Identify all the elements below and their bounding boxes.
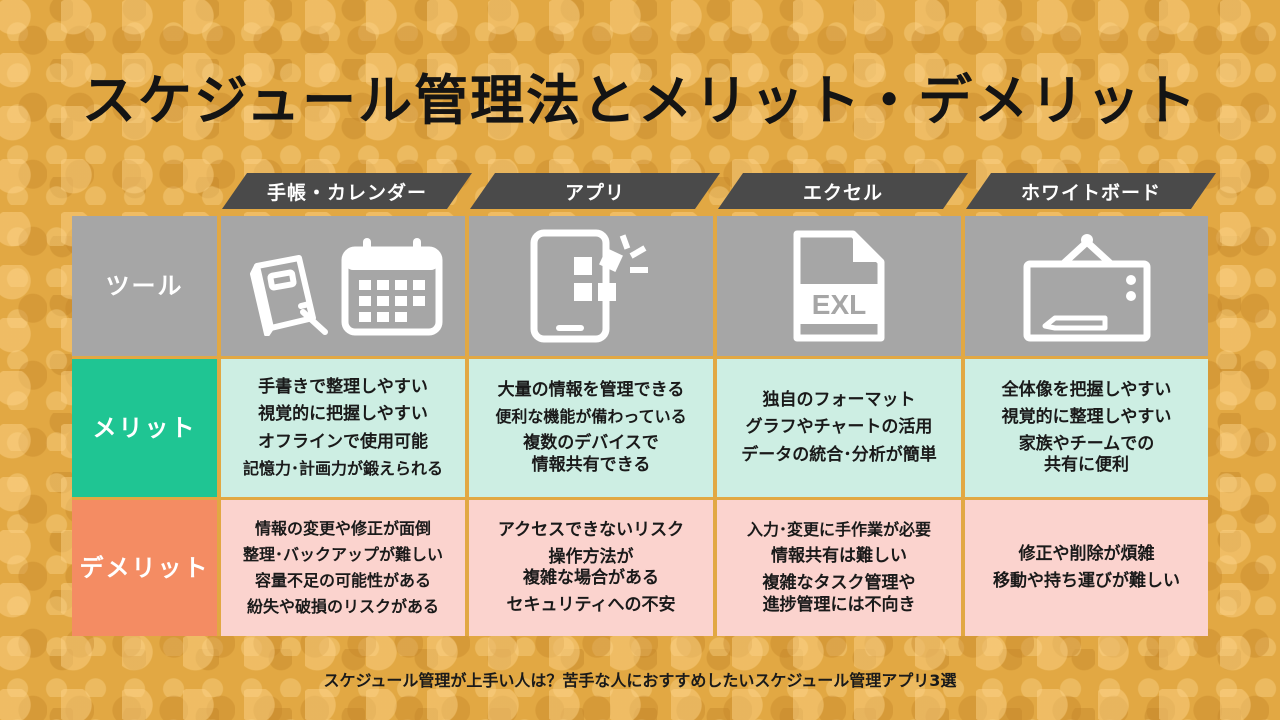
merit-cell-excel: 独自のフォーマット グラフやチャートの活用 データの統合･分析が簡単	[717, 359, 961, 497]
calendar-icon	[341, 238, 443, 336]
merit-text: 大量の情報を管理できる	[497, 380, 685, 401]
demerit-text: 整理･バックアップが難しい	[242, 545, 443, 564]
demerit-text: セキュリティへの不安	[506, 595, 676, 616]
whiteboard-icon	[1023, 234, 1150, 342]
tool-cell-notebook	[221, 216, 465, 356]
row-header-demerit: デメリット	[72, 500, 217, 636]
column-header-notebook: 手帳・カレンダー	[222, 173, 472, 209]
column-header-excel: エクセル	[718, 173, 968, 209]
comparison-table: ツール	[72, 216, 1208, 636]
tool-cell-app	[469, 216, 713, 356]
merit-text: データの統合･分析が簡単	[741, 444, 937, 465]
notebook-icon	[250, 255, 328, 336]
merit-text: 視覚的に整理しやすい	[1001, 406, 1172, 427]
tool-cell-excel: EXL	[717, 216, 961, 356]
merit-text: 共有に便利	[1044, 455, 1129, 476]
demerit-text: 移動や持ち運びが難しい	[993, 571, 1180, 591]
demerit-cell-whiteboard: 修正や削除が煩雑 移動や持ち運びが難しい	[965, 500, 1208, 636]
merit-text: 便利な機能が備わっている	[495, 407, 687, 427]
excel-file-icon: EXL	[793, 230, 885, 342]
demerit-text: 修正や削除が煩雑	[1018, 543, 1155, 564]
merit-text: 視覚的に把握しやすい	[258, 404, 428, 425]
merit-cell-app: 大量の情報を管理できる 便利な機能が備わっている 複数のデバイスで 情報共有でき…	[469, 359, 713, 497]
merit-text: 家族やチームでの	[1018, 434, 1155, 454]
demerit-cell-excel: 入力･変更に手作業が必要 情報共有は難しい 複雑なタスク管理や 進捗管理には不向…	[717, 500, 961, 636]
column-header-whiteboard: ホワイトボード	[966, 173, 1216, 209]
demerit-cell-notebook: 情報の変更や修正が面倒 整理･バックアップが難しい 容量不足の可能性がある 紛失…	[221, 500, 465, 636]
demerit-text: 情報の変更や修正が面倒	[254, 519, 431, 538]
merit-cell-notebook: 手書きで整理しやすい 視覚的に把握しやすい オフラインで使用可能 記憶力･計画力…	[221, 359, 465, 497]
demerit-text: 操作方法が	[548, 546, 634, 567]
merit-text: オフラインで使用可能	[258, 431, 428, 452]
merit-cell-whiteboard: 全体像を把握しやすい 視覚的に整理しやすい 家族やチームでの 共有に便利	[965, 359, 1208, 497]
row-header-merit: メリット	[72, 359, 217, 497]
demerit-text: 容量不足の可能性がある	[254, 571, 431, 590]
demerit-text: 進捗管理には不向き	[762, 594, 916, 615]
merit-text: 複数のデバイスで	[523, 433, 659, 454]
page-title: スケジュール管理法とメリット・デメリット	[81, 69, 1199, 132]
demerit-cell-app: アクセスできないリスク 操作方法が 複雑な場合がある セキュリティへの不安	[469, 500, 713, 636]
demerit-text: アクセスできないリスク	[497, 519, 685, 540]
demerit-text: 入力･変更に手作業が必要	[746, 520, 931, 540]
demerit-text: 複雑な場合がある	[523, 568, 659, 588]
tablet-app-icon	[530, 229, 648, 343]
merit-text: グラフやチャートの活用	[745, 417, 933, 438]
excel-icon-label: EXL	[812, 289, 866, 320]
demerit-text: 複雑なタスク管理や	[762, 573, 916, 594]
merit-text: 独自のフォーマット	[762, 390, 916, 411]
demerit-text: 紛失や破損のリスクがある	[246, 597, 439, 616]
merit-text: 情報共有できる	[531, 454, 651, 475]
column-header-app: アプリ	[470, 173, 720, 209]
footer-caption: スケジュール管理が上手い人は？苦手な人におすすめしたいスケジュール管理アプリ3選	[323, 671, 957, 690]
merit-text: 手書きで整理しやすい	[258, 377, 428, 398]
row-header-tool: ツール	[72, 216, 217, 356]
merit-text: 記憶力･計画力が鍛えられる	[242, 458, 443, 478]
demerit-text: 情報共有は難しい	[771, 546, 907, 567]
tool-cell-whiteboard	[965, 216, 1208, 356]
merit-text: 全体像を把握しやすい	[1001, 379, 1172, 400]
